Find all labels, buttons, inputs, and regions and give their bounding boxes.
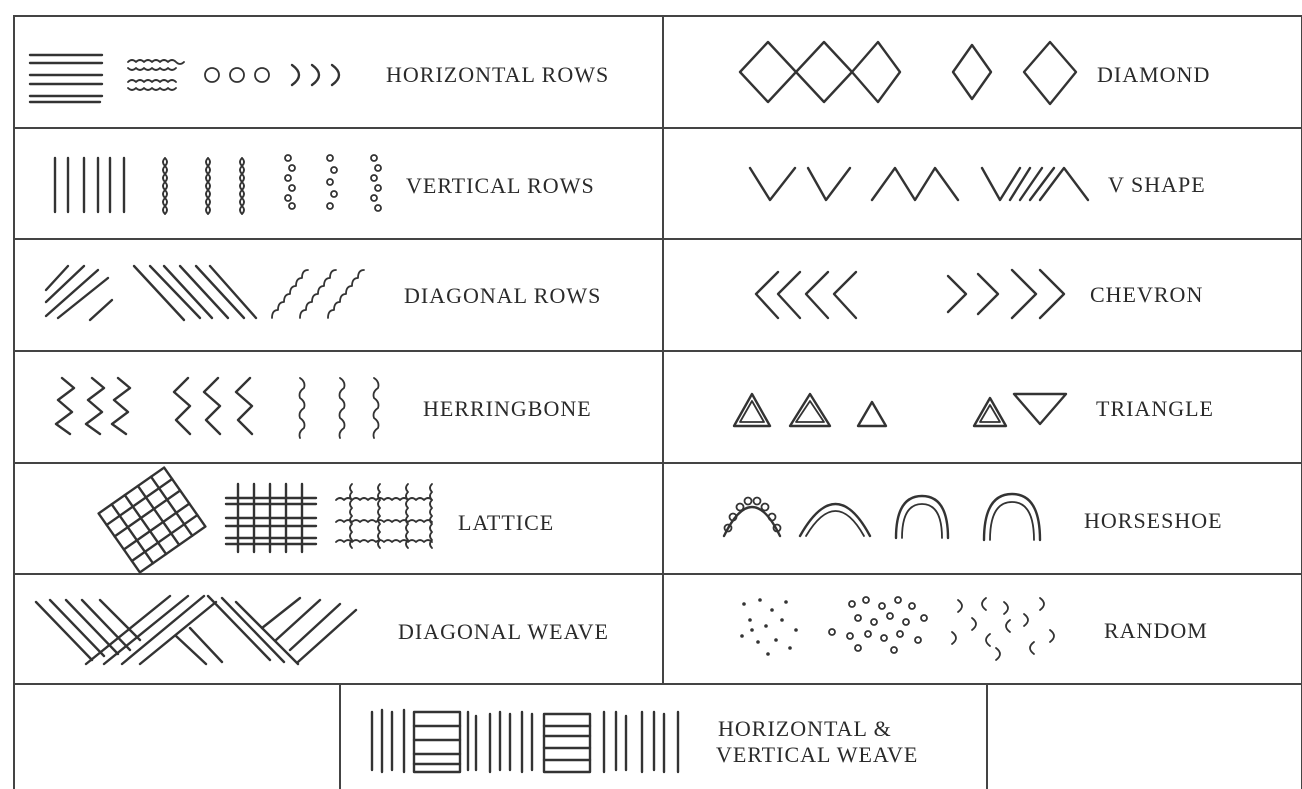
label-triangle: TRIANGLE xyxy=(1096,396,1214,421)
label-chevron: CHEVRON xyxy=(1090,282,1203,307)
label-diagonal-rows: DIAGONAL ROWS xyxy=(404,283,601,308)
herringbone-icon xyxy=(56,378,379,438)
label-hv-weave-line2: VERTICAL WEAVE xyxy=(716,742,918,767)
label-diagonal-weave: DIAGONAL WEAVE xyxy=(398,619,609,644)
label-hv-weave-line1: HORIZONTAL & xyxy=(718,716,892,741)
diagonal-rows-icon xyxy=(46,266,364,320)
label-vertical-rows: VERTICAL ROWS xyxy=(406,173,595,198)
label-lattice: LATTICE xyxy=(458,510,554,535)
vertical-rows-icon xyxy=(55,155,381,214)
diagonal-weave-icon xyxy=(36,596,356,664)
horizontal-vertical-weave-icon xyxy=(372,710,678,772)
label-horseshoe: HORSESHOE xyxy=(1084,508,1223,533)
label-v-shape: V SHAPE xyxy=(1108,172,1206,197)
label-herringbone: HERRINGBONE xyxy=(423,396,592,421)
horseshoe-icon xyxy=(724,494,1040,540)
triangle-icon xyxy=(734,394,1066,426)
lattice-icon xyxy=(99,468,432,573)
chevron-icon xyxy=(756,270,1064,318)
v-shape-icon xyxy=(750,168,1088,200)
random-icon xyxy=(740,597,1054,660)
label-diamond: DIAMOND xyxy=(1097,62,1210,87)
label-horizontal-rows: HORIZONTAL ROWS xyxy=(386,62,609,87)
diamond-icon xyxy=(740,42,1076,104)
horizontal-rows-icon xyxy=(30,55,339,102)
label-random: RANDOM xyxy=(1104,618,1208,643)
